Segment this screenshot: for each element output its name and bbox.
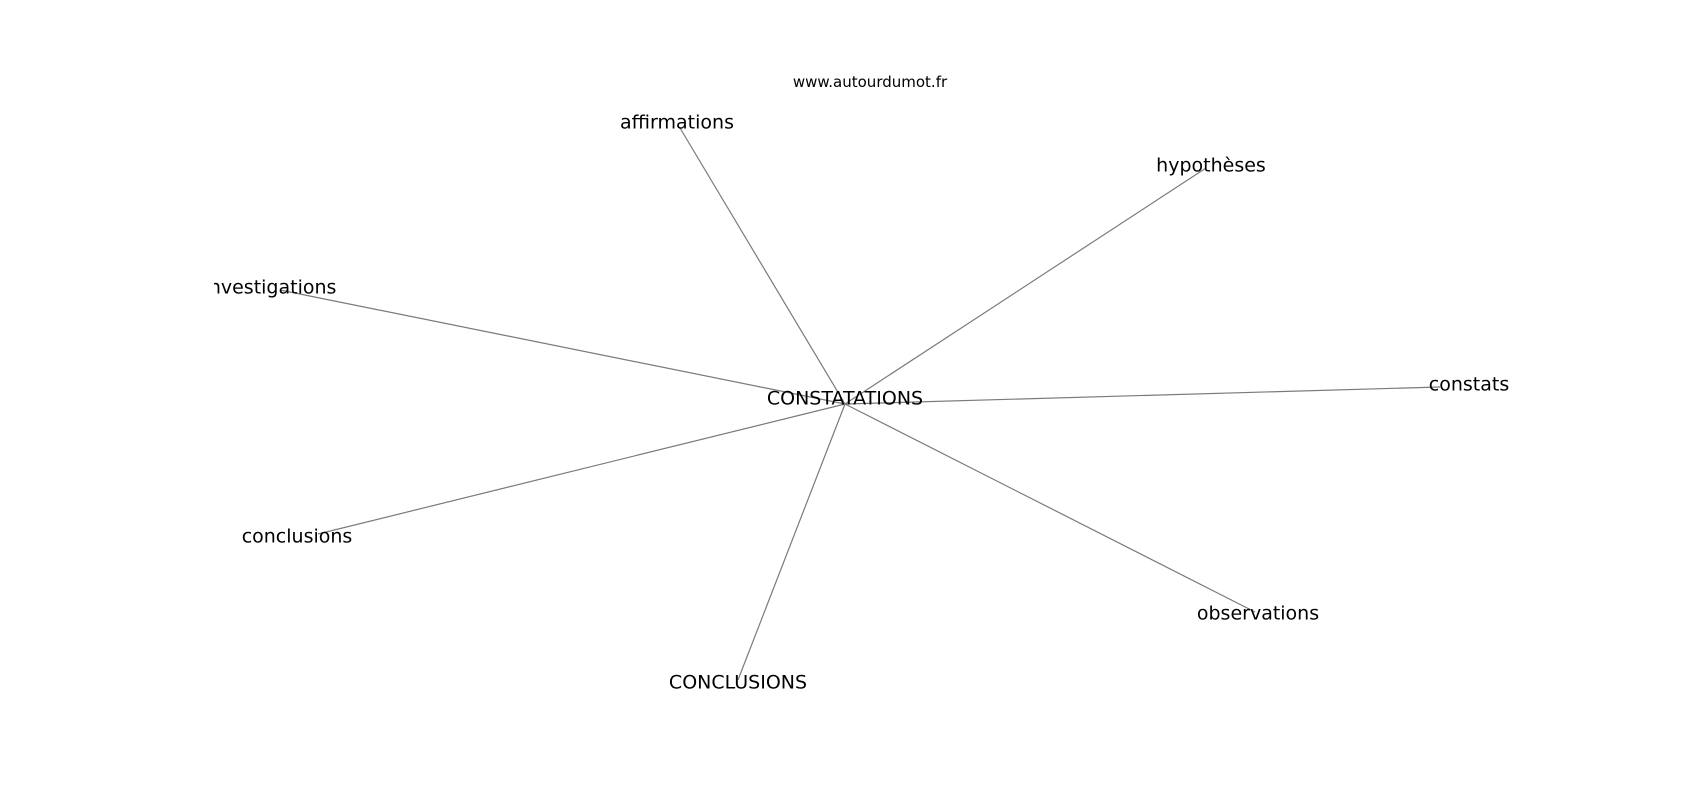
node-label-conclusions-upper[interactable]: CONCLUSIONS: [668, 671, 808, 694]
node-label-conclusions[interactable]: conclusions: [241, 525, 353, 548]
edge-investigations: [279, 289, 846, 405]
node-label-investigations[interactable]: investigations: [214, 276, 337, 299]
edge-constats: [844, 386, 1441, 405]
site-watermark: www.autourdumot.fr: [792, 73, 948, 91]
edge-affirmations: [679, 127, 846, 405]
node-label-constats[interactable]: constats: [1428, 373, 1510, 396]
node-label-hypotheses[interactable]: hypothèses: [1156, 154, 1266, 177]
edge-observations: [844, 403, 1256, 613]
center-node-label[interactable]: CONSTATATIONS: [766, 387, 924, 410]
edge-conclusions: [317, 403, 846, 535]
graph-edges: [279, 127, 1441, 681]
graph-viewport: CONSTATATIONS affirmations hypothèses in…: [214, 0, 1700, 800]
node-label-affirmations[interactable]: affirmations: [620, 111, 734, 134]
node-label-observations[interactable]: observations: [1196, 602, 1320, 625]
edge-hypotheses: [844, 167, 1207, 405]
edge-CONCLUSIONS: [737, 403, 846, 681]
